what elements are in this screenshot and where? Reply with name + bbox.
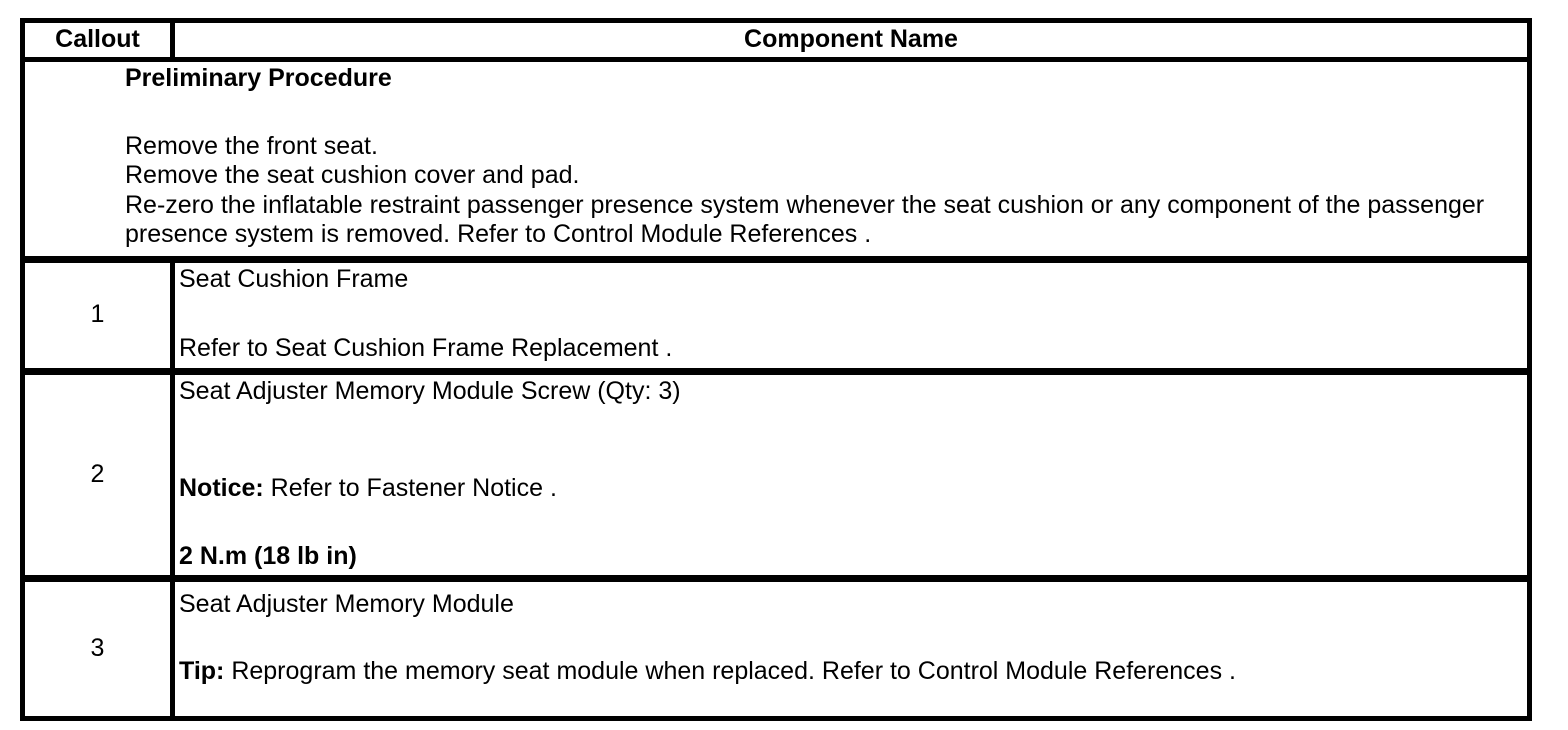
component-callout-table: Callout Component Name Preliminary Proce…: [20, 18, 1532, 721]
preliminary-procedure-cell: Preliminary Procedure Remove the front s…: [20, 57, 1532, 262]
refer-text: Refer to Seat Cushion Frame Replacement …: [179, 334, 673, 362]
preliminary-procedure-row: Preliminary Procedure Remove the front s…: [20, 57, 1532, 262]
component-name: Seat Cushion Frame: [179, 264, 409, 293]
component-name-column-header: Component Name: [170, 18, 1532, 62]
notice-label: Notice:: [179, 474, 264, 502]
component-name: Seat Adjuster Memory Module: [179, 590, 514, 618]
notice-body: Refer to Fastener Notice .: [263, 474, 557, 502]
component-name: Seat Adjuster Memory Module Screw (Qty: …: [179, 376, 681, 405]
table-row: 1 Seat Cushion Frame Refer to Seat Cushi…: [20, 255, 1532, 374]
component-cell: Seat Cushion Frame Refer to Seat Cushion…: [170, 255, 1532, 374]
tip-text: Tip: Reprogram the memory seat module wh…: [179, 657, 1517, 687]
callout-number: 2: [20, 367, 175, 581]
preliminary-step: Re-zero the inflatable restraint passeng…: [125, 190, 1485, 249]
preliminary-procedure-title: Preliminary Procedure: [125, 64, 392, 92]
tip-body: Reprogram the memory seat module when re…: [224, 656, 1236, 685]
preliminary-step: Remove the front seat.: [125, 131, 378, 160]
callout-number: 1: [20, 255, 175, 374]
tip-label: Tip:: [179, 656, 225, 685]
callout-column-header: Callout: [20, 18, 175, 62]
preliminary-procedure-steps: Remove the front seat. Remove the seat c…: [125, 132, 1517, 250]
table-row: 3 Seat Adjuster Memory Module Tip: Repro…: [20, 575, 1532, 721]
component-cell: Seat Adjuster Memory Module Screw (Qty: …: [170, 367, 1532, 581]
preliminary-step: Remove the seat cushion cover and pad.: [125, 161, 580, 189]
torque-spec: 2 N.m (18 lb in): [179, 541, 357, 570]
table-row: 2 Seat Adjuster Memory Module Screw (Qty…: [20, 367, 1532, 581]
component-cell: Seat Adjuster Memory Module Tip: Reprogr…: [170, 575, 1532, 721]
table-header-row: Callout Component Name: [20, 18, 1532, 62]
callout-number: 3: [20, 575, 175, 721]
notice-text: Notice: Refer to Fastener Notice .: [179, 474, 1517, 504]
